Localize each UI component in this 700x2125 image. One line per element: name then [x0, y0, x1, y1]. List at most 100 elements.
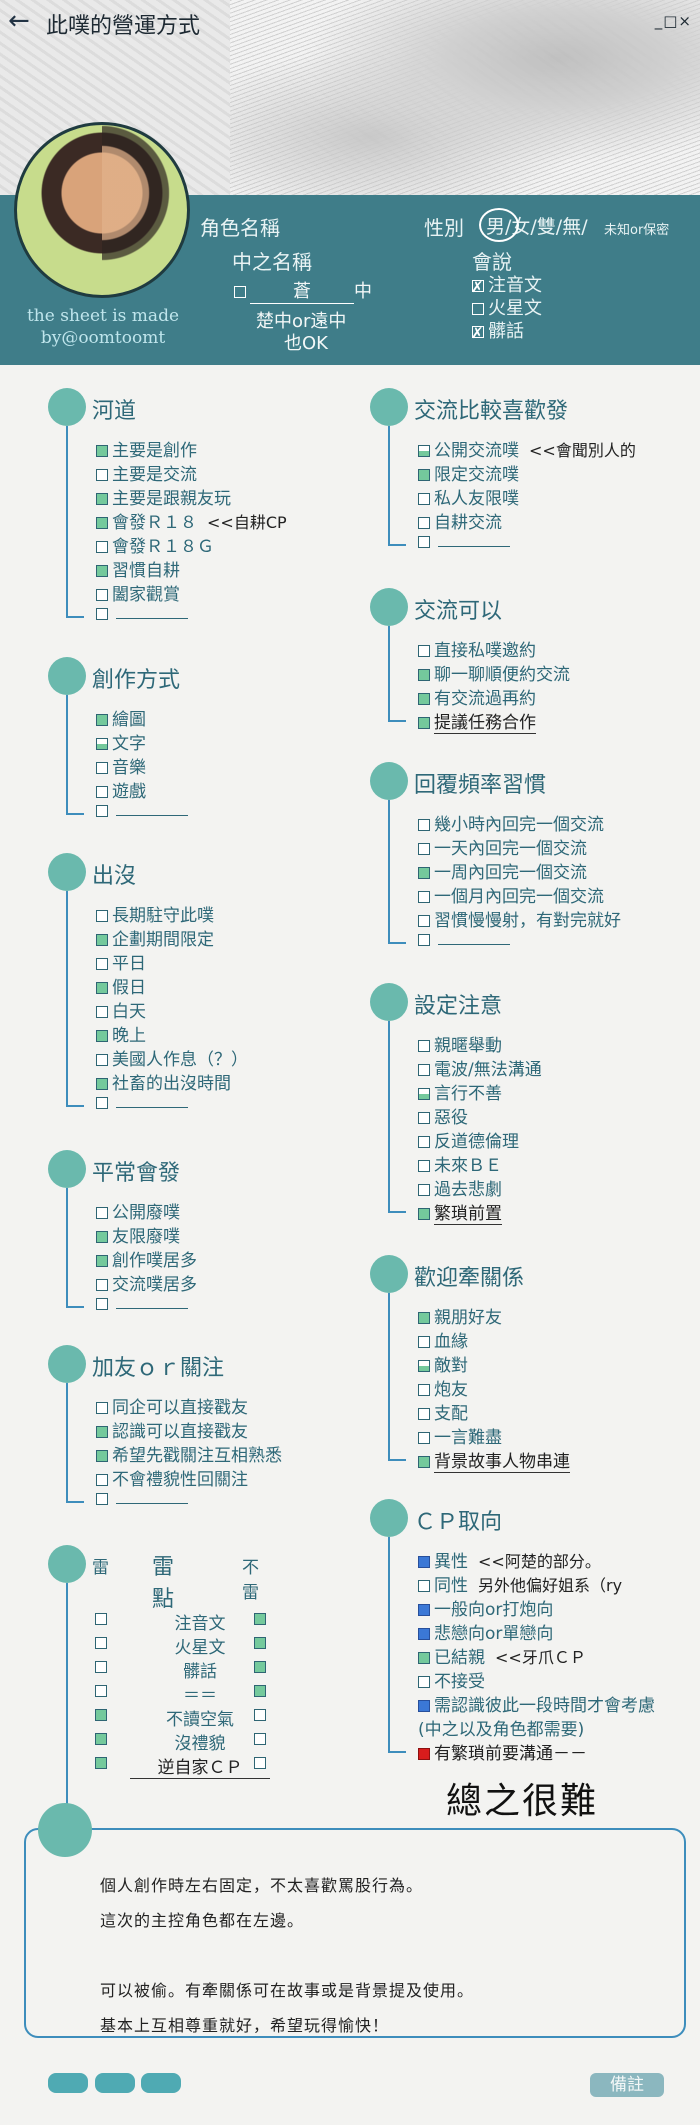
thunder-checkbox[interactable]	[95, 1733, 107, 1745]
list-item[interactable]: 一言難盡	[418, 1423, 502, 1448]
blank-line[interactable]	[438, 536, 510, 547]
list-item[interactable]	[96, 801, 188, 821]
checkbox[interactable]	[418, 1088, 430, 1100]
checkbox[interactable]	[96, 493, 108, 505]
list-item[interactable]: 異性<<阿楚的部分。	[418, 1547, 601, 1572]
list-item[interactable]: 不接受	[418, 1667, 485, 1692]
checkbox[interactable]	[96, 565, 108, 577]
memo-button[interactable]: 備註	[590, 2073, 664, 2097]
list-item[interactable]: (中之以及角色都需要)	[418, 1715, 584, 1740]
checkbox[interactable]	[96, 982, 108, 994]
checkbox[interactable]	[418, 1676, 430, 1688]
list-item[interactable]: 一周內回完一個交流	[418, 858, 587, 883]
checkbox[interactable]	[418, 1456, 430, 1468]
checkbox[interactable]	[418, 493, 430, 505]
list-item[interactable]: 反道德倫理	[418, 1127, 519, 1152]
checkbox[interactable]	[418, 717, 430, 729]
list-item[interactable]: 繁瑣前置	[418, 1199, 502, 1225]
checkbox[interactable]	[96, 1078, 108, 1090]
checkbox[interactable]	[96, 910, 108, 922]
thunder-checkbox[interactable]	[95, 1685, 107, 1697]
list-item[interactable]	[96, 1489, 188, 1509]
list-item[interactable]: 有繁瑣前要溝通－－	[418, 1739, 587, 1764]
language-item[interactable]: ✗注音文	[471, 274, 542, 297]
checkbox[interactable]	[96, 1255, 108, 1267]
blank-line[interactable]	[116, 1097, 188, 1108]
thunder-checkbox[interactable]	[95, 1661, 107, 1673]
checkbox[interactable]	[418, 1700, 430, 1712]
checkbox[interactable]	[96, 1279, 108, 1291]
checkbox[interactable]	[418, 1136, 430, 1148]
checkbox[interactable]	[418, 1652, 430, 1664]
list-item[interactable]: 社畜的出沒時間	[96, 1069, 231, 1094]
checkbox[interactable]	[96, 1006, 108, 1018]
checkbox[interactable]	[96, 517, 108, 529]
window-controls[interactable]: _□×	[654, 12, 692, 30]
list-item[interactable]: 會發Ｒ１８Ｇ	[96, 532, 214, 557]
checkbox[interactable]	[96, 1298, 108, 1310]
checkbox[interactable]	[96, 608, 108, 620]
checkbox[interactable]	[96, 1097, 108, 1109]
list-item[interactable]: 一般向or打炮向	[418, 1595, 553, 1620]
list-item[interactable]: 美國人作息（？）	[96, 1045, 248, 1070]
checkbox[interactable]	[418, 1408, 430, 1420]
list-item[interactable]: 交流噗居多	[96, 1270, 197, 1295]
thunder-checkbox[interactable]	[254, 1733, 266, 1745]
list-item[interactable]: 不會禮貌性回關注	[96, 1465, 248, 1490]
checkbox[interactable]	[96, 1493, 108, 1505]
list-item[interactable]: 友限廢噗	[96, 1222, 180, 1247]
thunder-checkbox[interactable]	[254, 1661, 266, 1673]
list-item[interactable]: 習慣慢慢射，有對完就好	[418, 906, 621, 931]
checkbox[interactable]	[96, 541, 108, 553]
checkbox[interactable]	[418, 693, 430, 705]
thunder-checkbox[interactable]	[95, 1637, 107, 1649]
checkbox[interactable]	[96, 1054, 108, 1066]
list-item[interactable]: 白天	[96, 997, 146, 1022]
checkbox[interactable]	[418, 1064, 430, 1076]
list-item[interactable]: 幾小時內回完一個交流	[418, 810, 604, 835]
list-item[interactable]: 企劃期間限定	[96, 925, 214, 950]
checkbox[interactable]	[96, 786, 108, 798]
list-item[interactable]: 繪圖	[96, 705, 146, 730]
list-item[interactable]: 直接私噗邀約	[418, 636, 536, 661]
checkbox[interactable]	[418, 1580, 430, 1592]
checkbox[interactable]	[418, 1312, 430, 1324]
checkbox[interactable]	[418, 517, 430, 529]
list-item[interactable]: 晚上	[96, 1021, 146, 1046]
checkbox[interactable]	[96, 1474, 108, 1486]
list-item[interactable]: 主要是創作	[96, 436, 197, 461]
checkbox[interactable]	[418, 1360, 430, 1372]
list-item[interactable]: 需認識彼此一段時間才會考慮	[418, 1691, 655, 1716]
checkbox[interactable]	[418, 469, 430, 481]
list-item[interactable]: 同企可以直接戳友	[96, 1393, 248, 1418]
list-item[interactable]: 已結親<<牙爪ＣＰ	[418, 1643, 586, 1668]
list-item[interactable]: 惡役	[418, 1103, 468, 1128]
list-item[interactable]: 文字	[96, 729, 146, 754]
list-item[interactable]: 假日	[96, 973, 146, 998]
checkbox[interactable]	[418, 1208, 430, 1220]
arrow-left-icon[interactable]: ←	[8, 6, 30, 36]
list-item[interactable]: 公開廢噗	[96, 1198, 180, 1223]
list-item[interactable]: 遊戲	[96, 777, 146, 802]
thunder-checkbox[interactable]	[254, 1709, 266, 1721]
checkbox[interactable]	[96, 958, 108, 970]
list-item[interactable]: 會發Ｒ１８<<自耕CP	[96, 508, 287, 533]
list-item[interactable]: 自耕交流	[418, 508, 502, 533]
checkbox[interactable]	[96, 1207, 108, 1219]
list-item[interactable]: 支配	[418, 1399, 468, 1424]
checkbox[interactable]	[418, 891, 430, 903]
list-item[interactable]	[96, 604, 188, 624]
checkbox[interactable]	[418, 1556, 430, 1568]
list-item[interactable]: 過去悲劇	[418, 1175, 502, 1200]
checkbox[interactable]	[418, 934, 430, 946]
checkbox[interactable]	[418, 445, 430, 457]
list-item[interactable]: 平日	[96, 949, 146, 974]
list-item[interactable]: 主要是跟親友玩	[96, 484, 231, 509]
checkbox[interactable]	[418, 843, 430, 855]
checkbox[interactable]	[418, 1184, 430, 1196]
list-item[interactable]: 電波/無法溝通	[418, 1055, 542, 1080]
list-item[interactable]: 主要是交流	[96, 460, 197, 485]
blank-line[interactable]	[116, 805, 188, 816]
checkbox[interactable]	[96, 1450, 108, 1462]
list-item[interactable]: 未來ＢＥ	[418, 1151, 502, 1176]
